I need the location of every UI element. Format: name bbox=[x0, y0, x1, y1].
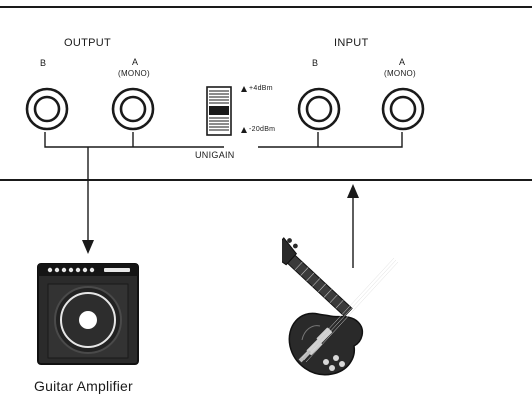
output-group-label: OUTPUT bbox=[64, 37, 112, 49]
input-b-label: B bbox=[312, 58, 319, 68]
input-wire bbox=[258, 132, 403, 148]
panel-divider-rule bbox=[0, 179, 532, 181]
output-a-jack-icon[interactable] bbox=[110, 86, 156, 132]
output-b-label: B bbox=[40, 58, 47, 68]
output-a-mono-label: (MONO) bbox=[118, 69, 151, 78]
input-group-label: INPUT bbox=[334, 37, 369, 49]
electric-guitar-icon bbox=[282, 237, 399, 376]
output-wire bbox=[44, 132, 224, 148]
level-high-label: +4dBm bbox=[249, 85, 273, 92]
input-a-label: A bbox=[399, 57, 406, 67]
unigain-label: UNIGAIN bbox=[195, 150, 235, 160]
unigain-switch-icon[interactable] bbox=[206, 86, 232, 136]
from-guitar-arrowhead-icon bbox=[347, 184, 359, 198]
input-b-jack-icon[interactable] bbox=[296, 86, 342, 132]
input-a-jack-icon[interactable] bbox=[380, 86, 426, 132]
output-a-label: A bbox=[132, 57, 139, 67]
level-high-marker-icon bbox=[241, 86, 247, 92]
output-b-jack-icon[interactable] bbox=[24, 86, 70, 132]
input-a-mono-label: (MONO) bbox=[384, 69, 417, 78]
guitar-amplifier-label: Guitar Amplifier bbox=[34, 378, 133, 394]
top-rule bbox=[0, 6, 532, 8]
to-amp-arrowhead-icon bbox=[82, 240, 94, 254]
level-low-marker-icon bbox=[241, 127, 247, 133]
level-low-label: -20dBm bbox=[249, 126, 276, 133]
guitar-amplifier-icon bbox=[37, 263, 139, 365]
